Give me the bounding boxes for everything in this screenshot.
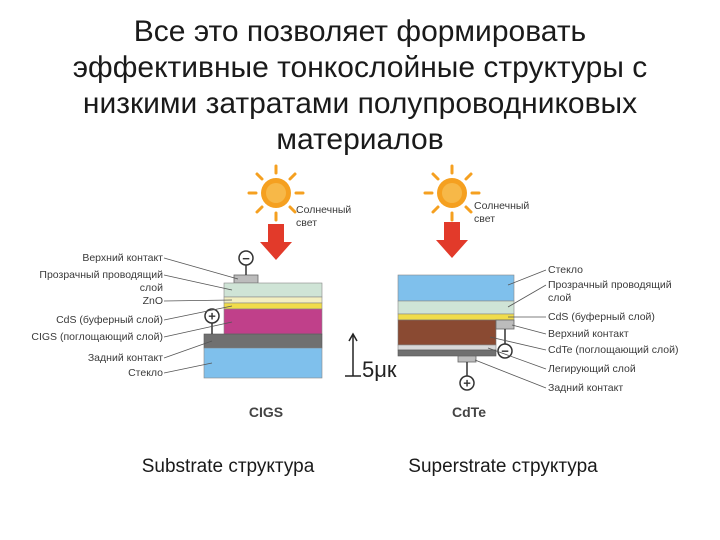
device-name-cigs: CIGS bbox=[249, 404, 283, 420]
label-tco-2: слой bbox=[548, 292, 571, 304]
back-contact-layer bbox=[203, 333, 323, 349]
svg-text:−: − bbox=[242, 251, 250, 266]
label-tco-2: слой bbox=[140, 282, 163, 294]
minus-terminal-icon: − bbox=[497, 329, 513, 359]
label-glass: Стекло bbox=[548, 264, 583, 276]
scale-bar: 5μк bbox=[345, 332, 397, 382]
back-contact-tab bbox=[457, 355, 477, 363]
tco-layer bbox=[223, 282, 323, 298]
cigs-leader-lines bbox=[163, 257, 239, 374]
svg-text:+: + bbox=[208, 309, 216, 324]
label-tco: Прозрачный проводящий bbox=[39, 269, 163, 281]
label-cds: CdS (буферный слой) bbox=[56, 314, 163, 326]
sun-icon bbox=[247, 164, 305, 222]
sunlight-arrow-icon bbox=[436, 222, 468, 258]
cigs-device: Солнечный свет − + bbox=[31, 164, 351, 477]
plus-terminal-icon: + bbox=[459, 362, 475, 391]
title-line-4: материалов bbox=[276, 123, 444, 156]
label-doping: Легирующий слой bbox=[548, 363, 636, 375]
sunlight-label-2: свет bbox=[474, 213, 495, 225]
caption-superstrate: Superstrate структура bbox=[408, 456, 598, 477]
sunlight-label: Солнечный bbox=[296, 204, 351, 216]
title-line-2: эффективные тонкослойные структуры с bbox=[72, 51, 648, 84]
label-top-contact: Верхний контакт bbox=[82, 252, 163, 264]
cds-layer bbox=[397, 313, 515, 321]
title-line-3: низкими затратами полупроводниковых bbox=[82, 87, 638, 120]
label-back-contact: Задний контакт bbox=[548, 382, 623, 394]
sunlight-label-2: свет bbox=[296, 217, 317, 229]
glass-substrate-layer bbox=[203, 347, 323, 379]
cdte-leader-lines bbox=[474, 269, 547, 389]
label-cds: CdS (буферный слой) bbox=[548, 311, 655, 323]
label-cdte: CdTe (поглощающий слой) bbox=[548, 344, 678, 356]
cds-layer bbox=[223, 302, 323, 310]
sunlight-arrow-icon bbox=[260, 224, 292, 260]
top-contact bbox=[495, 319, 515, 330]
minus-terminal-icon: − bbox=[238, 250, 254, 275]
plus-terminal-icon: + bbox=[204, 308, 220, 334]
label-zno: ZnO bbox=[143, 295, 163, 307]
back-contact-layer bbox=[397, 349, 497, 357]
tco-layer bbox=[397, 300, 515, 315]
title-line-1: Все это позволяет формировать bbox=[133, 15, 587, 48]
label-tco: Прозрачный проводящий bbox=[548, 279, 672, 291]
label-cigs: CIGS (поглощающий слой) bbox=[31, 331, 163, 343]
sun-icon bbox=[423, 164, 481, 222]
doping-layer bbox=[397, 344, 497, 351]
glass-superstrate-layer bbox=[397, 274, 515, 302]
caption-substrate: Substrate структура bbox=[142, 456, 315, 477]
cigs-layer-labels: Верхний контакт Прозрачный проводящий сл… bbox=[31, 252, 163, 379]
cdte-layer bbox=[397, 319, 497, 346]
cigs-layer bbox=[223, 308, 323, 335]
label-top-contact: Верхний контакт bbox=[548, 328, 629, 340]
cdte-device: Солнечный свет − + bbox=[397, 164, 678, 477]
zno-layer bbox=[223, 296, 323, 304]
device-name-cdte: CdTe bbox=[452, 404, 486, 420]
sunlight-label: Солнечный bbox=[474, 200, 529, 212]
cdte-layer-labels: Стекло Прозрачный проводящий слой CdS (б… bbox=[548, 264, 678, 394]
svg-text:+: + bbox=[463, 376, 471, 391]
label-glass: Стекло bbox=[128, 367, 163, 379]
scale-label: 5μк bbox=[362, 357, 397, 382]
svg-text:−: − bbox=[501, 344, 509, 359]
label-back-contact: Задний контакт bbox=[88, 352, 163, 364]
slide-title: Все это позволяет формировать эффективны… bbox=[0, 14, 720, 158]
